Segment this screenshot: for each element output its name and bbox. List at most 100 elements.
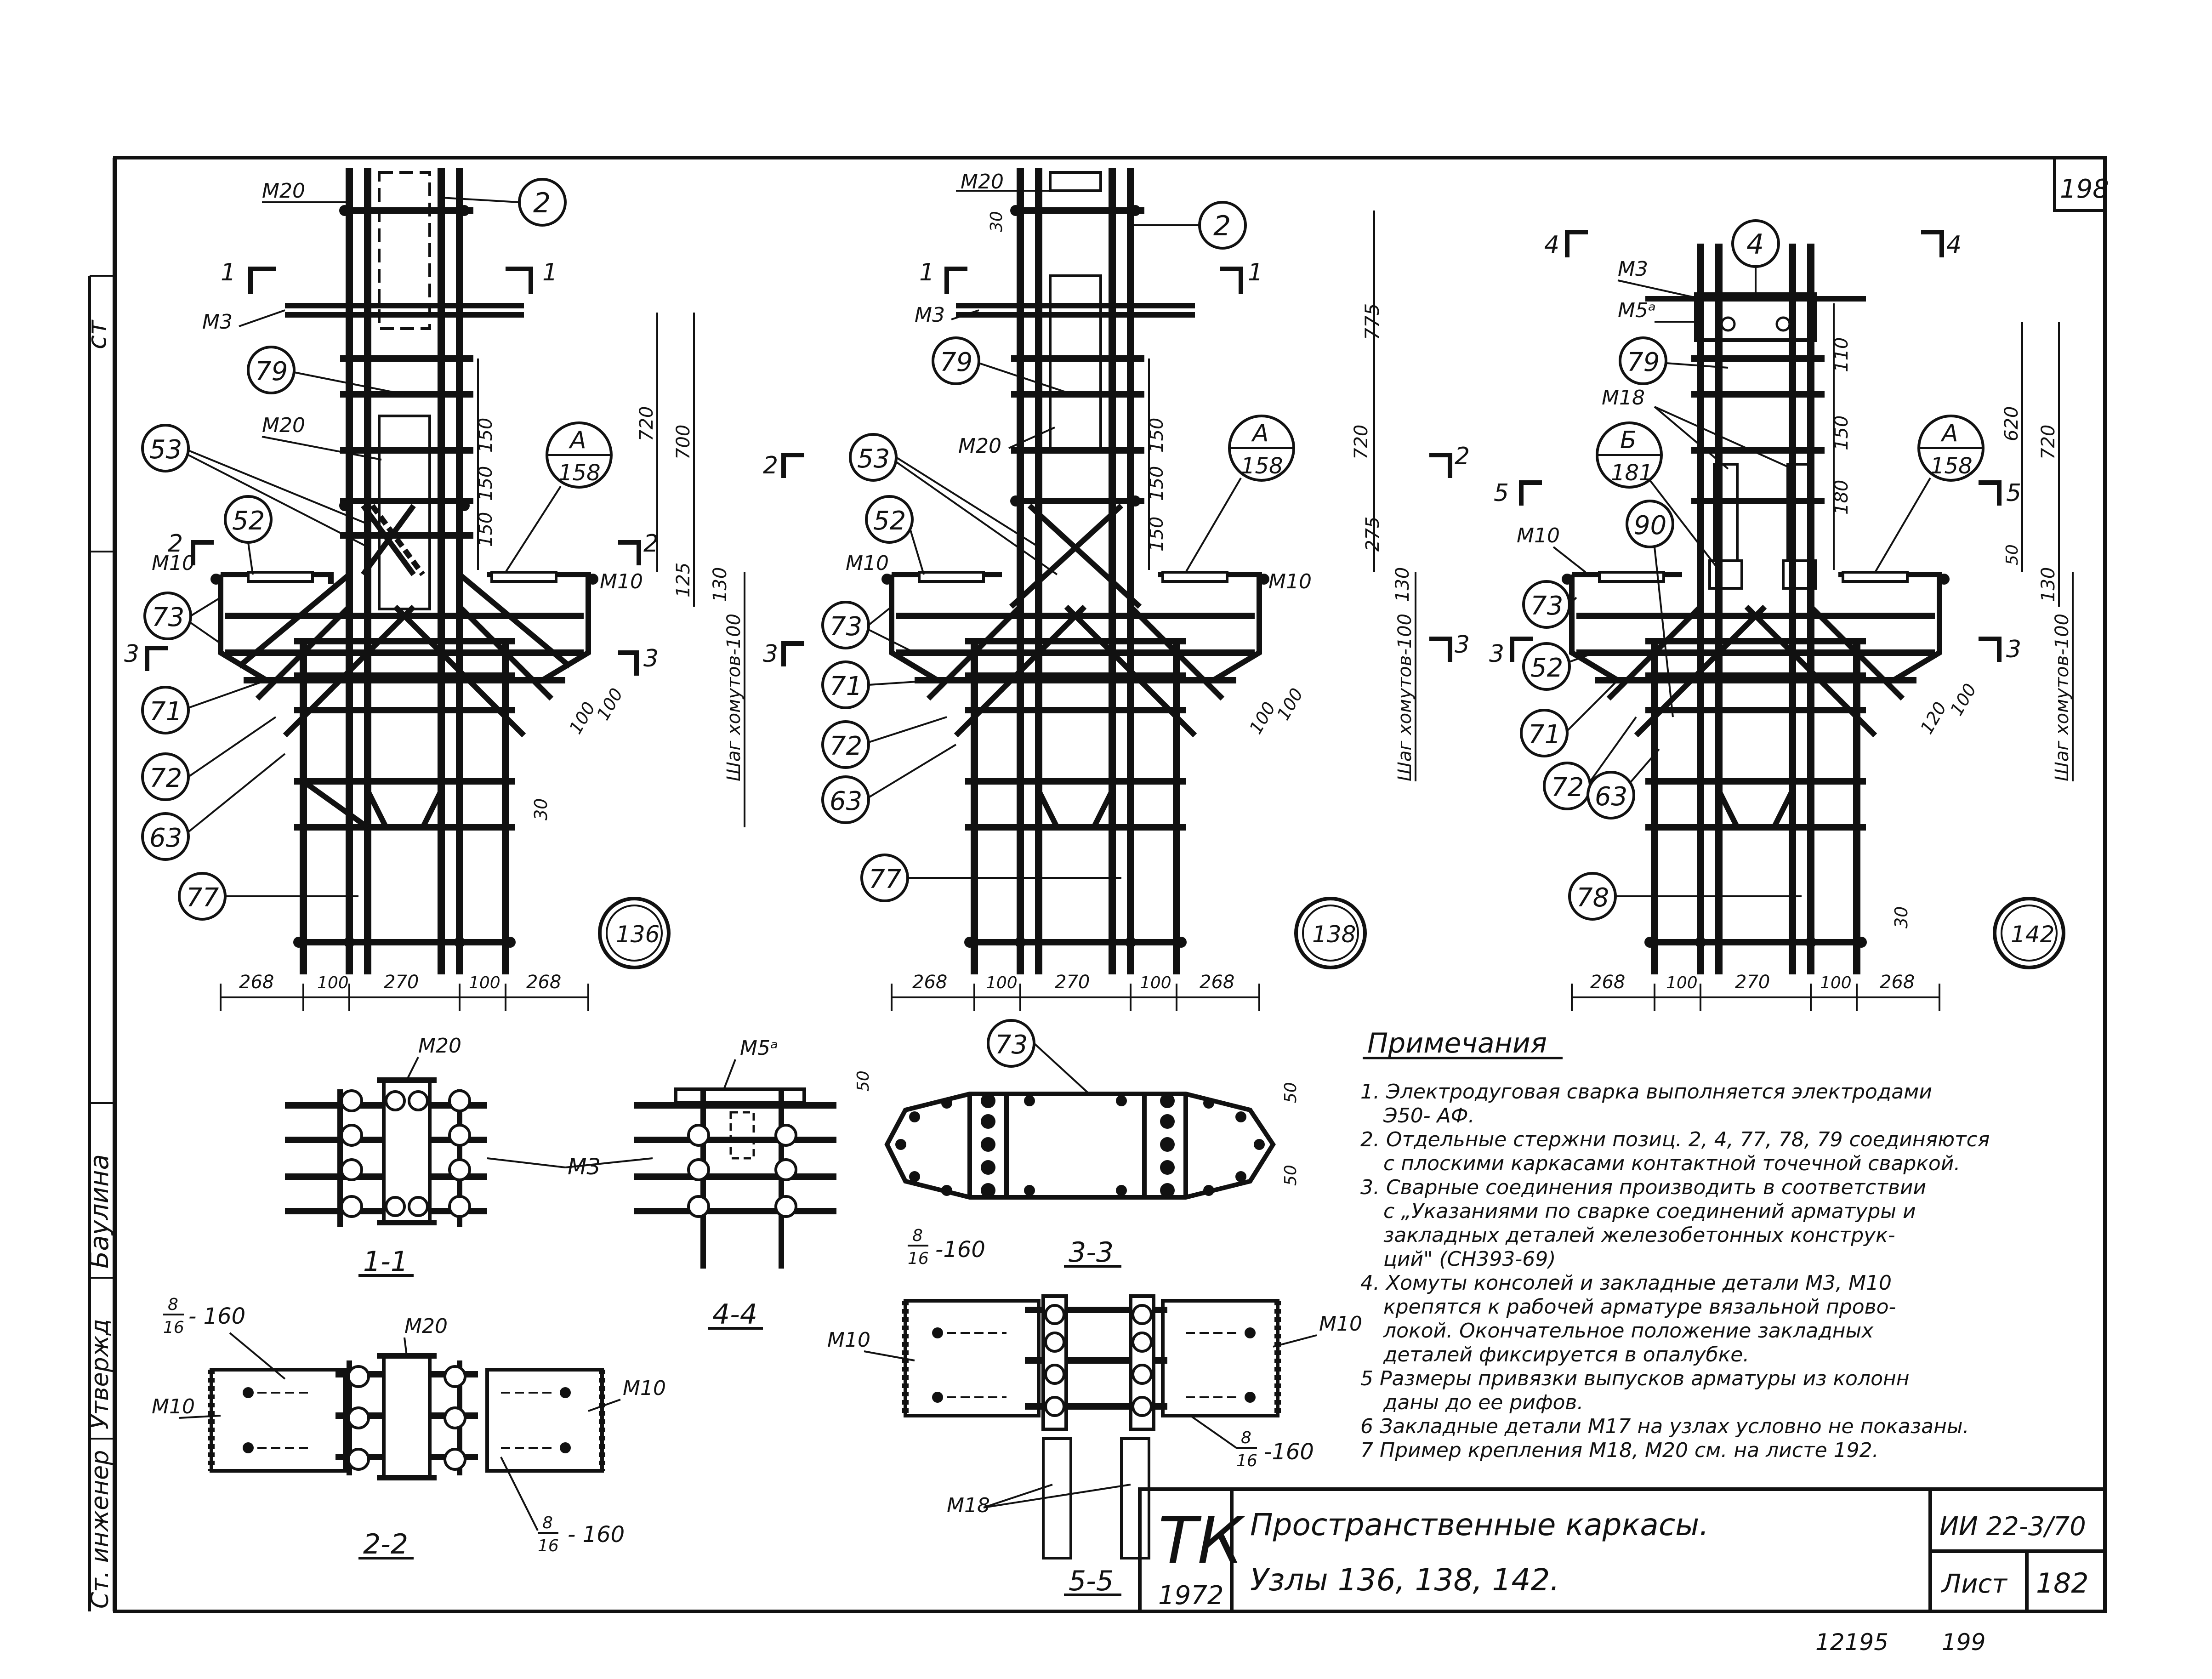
s22-frac-top-2: 8 bbox=[542, 1514, 553, 1532]
s22-spacing: - 160 bbox=[188, 1303, 245, 1329]
node138-dim-v4: 720 bbox=[1351, 425, 1372, 460]
node136-dim-v2: 150 bbox=[475, 512, 496, 547]
node138-detail-letter: А bbox=[1251, 420, 1269, 447]
tk-mark: ТК bbox=[1158, 1503, 1246, 1578]
s44-part-top: М5ᵃ bbox=[740, 1036, 778, 1060]
s22-part-right: М10 bbox=[623, 1377, 666, 1400]
node142-callout-6: 72 bbox=[1551, 773, 1584, 803]
section-1-1: М20 М3 1-1 bbox=[285, 1034, 653, 1278]
s33-label: 3-3 bbox=[1069, 1236, 1114, 1269]
node138-part-4: М10 bbox=[1268, 570, 1312, 593]
s55-part-left: М10 bbox=[827, 1328, 870, 1352]
node136-mark-4: 3 bbox=[124, 640, 139, 668]
node138-callout-1: 79 bbox=[940, 347, 972, 377]
s33-spacing: -160 bbox=[935, 1237, 985, 1263]
node136-dim-v4: 700 bbox=[673, 425, 694, 460]
node136-dim-v6: 130 bbox=[710, 567, 731, 602]
node142-dim-small: 30 bbox=[1891, 906, 1911, 928]
node136-dim-v3: 720 bbox=[636, 406, 657, 441]
s55-frac-top: 8 bbox=[1241, 1429, 1251, 1447]
s55-part-right: М10 bbox=[1319, 1312, 1362, 1336]
s11-label: 1-1 bbox=[363, 1246, 408, 1278]
node142-mark-0: 4 bbox=[1544, 231, 1559, 259]
note-line: 6 Закладные детали М17 на узлах условно … bbox=[1360, 1415, 1969, 1438]
node136-callout-4: 73 bbox=[152, 603, 184, 632]
s44-dim: 50 bbox=[854, 1070, 873, 1092]
node142-dim-v5: 50 bbox=[2003, 544, 2022, 565]
node-138-drawing bbox=[881, 168, 1269, 974]
tk-year: 1972 bbox=[1158, 1581, 1224, 1611]
node138-dim-v3: 150 bbox=[1146, 466, 1167, 501]
node138-part-3: М10 bbox=[846, 552, 889, 575]
node142-dim-v3: 620 bbox=[2001, 406, 2022, 441]
node136-dim-b2: 270 bbox=[384, 972, 419, 993]
node142-dim-v1: 150 bbox=[1831, 415, 1852, 450]
s22-label: 2-2 bbox=[363, 1528, 408, 1560]
node138-part-0: М20 bbox=[961, 170, 1004, 194]
node142-dim-v0: 110 bbox=[1831, 337, 1852, 372]
node142-detail2-sheet: 158 bbox=[1930, 453, 1973, 479]
s22-part-left: М10 bbox=[152, 1395, 195, 1418]
note-line: с „Указаниями по сварке соединений армат… bbox=[1383, 1200, 1916, 1223]
side-label-top: ст bbox=[82, 319, 112, 349]
node142-dim-v4: 720 bbox=[2038, 425, 2059, 460]
node142-callout-4: 52 bbox=[1530, 653, 1563, 683]
node142-callout-1: 79 bbox=[1627, 347, 1660, 377]
note-line: даны до ее рифов. bbox=[1383, 1391, 1583, 1414]
s55-part-bottom: М18 bbox=[947, 1494, 990, 1517]
s33-dim-0: 50 bbox=[1281, 1082, 1300, 1103]
node138-callout-8: 77 bbox=[869, 865, 902, 894]
node136-mark-2: 2 bbox=[168, 530, 183, 558]
s33-callout: 73 bbox=[995, 1030, 1028, 1060]
node138-mark-5: 3 bbox=[1455, 631, 1470, 659]
node142-callout-7: 63 bbox=[1595, 782, 1627, 812]
node136-mark-5: 3 bbox=[643, 645, 659, 672]
node138-mark-4: 3 bbox=[763, 640, 778, 668]
node142-part-0: М3 bbox=[1618, 257, 1648, 281]
node136-callout-0: 2 bbox=[533, 187, 551, 219]
note-line: закладных деталей железобетонных констру… bbox=[1383, 1224, 1895, 1247]
node136-part-0: М20 bbox=[262, 179, 305, 203]
note-line: ций" (СН393-69) bbox=[1383, 1247, 1556, 1271]
note-line: 5 Размеры привязки выпусков арматуры из … bbox=[1360, 1367, 1910, 1390]
node138-dim-v5: 275 bbox=[1362, 517, 1383, 552]
sheet-title-1: Пространственные каркасы. bbox=[1250, 1507, 1709, 1542]
node138-dim-b2: 270 bbox=[1055, 972, 1090, 993]
node142-dim-b2: 270 bbox=[1735, 972, 1770, 993]
note-line: 3. Сварные соединения производить в соот… bbox=[1360, 1176, 1926, 1199]
s44-label: 4-4 bbox=[712, 1298, 757, 1331]
node136-dim-v0: 150 bbox=[475, 418, 496, 453]
node138-callout-6: 72 bbox=[830, 731, 862, 761]
s55-frac-bot: 16 bbox=[1236, 1451, 1257, 1470]
note-line: крепятся к рабочей арматуре вязальной пр… bbox=[1383, 1295, 1896, 1319]
node142-mark-3: 5 bbox=[2006, 479, 2021, 507]
sheet-number: 198 bbox=[2060, 174, 2109, 204]
node142-dim-b3: 100 bbox=[1820, 973, 1852, 992]
node-142-callouts: 4 79 90 73 52 71 72 63 78 Б 181 А bbox=[1489, 219, 2074, 1011]
node136-dim-b1: 100 bbox=[317, 973, 349, 992]
node142-callout-2: 90 bbox=[1634, 511, 1666, 541]
side-stamp-3: Ст. инженер bbox=[86, 1450, 114, 1609]
notes: Примечания 1. Электродуговая сварка выпо… bbox=[1360, 1027, 1990, 1462]
sheet-no: 182 bbox=[2036, 1567, 2089, 1599]
node142-callout-8: 78 bbox=[1576, 883, 1609, 913]
node142-detail2-letter: А bbox=[1940, 420, 1958, 447]
bottom-number-1: 12195 bbox=[1815, 1629, 1888, 1656]
node138-dim-d1: 100 bbox=[1273, 685, 1307, 724]
node138-dim-v6: 150 bbox=[1146, 517, 1167, 552]
node136-callout-2: 53 bbox=[149, 435, 182, 465]
node136-part-2: М20 bbox=[262, 414, 305, 437]
node136-dim-d1: 100 bbox=[593, 685, 627, 724]
side-stamp-2: Утвержд bbox=[86, 1319, 114, 1429]
node138-mark-1: 1 bbox=[1248, 259, 1263, 286]
node142-dim-d0: 120 bbox=[1916, 699, 1950, 738]
node136-detail-letter: А bbox=[569, 427, 586, 454]
s33-frac-bot: 16 bbox=[908, 1249, 929, 1268]
node138-mark-0: 1 bbox=[919, 259, 934, 286]
node136-mark-0: 1 bbox=[221, 259, 236, 286]
node142-dim-b1: 100 bbox=[1666, 973, 1698, 992]
node136-callout-3: 52 bbox=[232, 506, 265, 536]
notes-heading: Примечания bbox=[1367, 1027, 1547, 1059]
node138-id: 138 bbox=[1312, 921, 1356, 948]
